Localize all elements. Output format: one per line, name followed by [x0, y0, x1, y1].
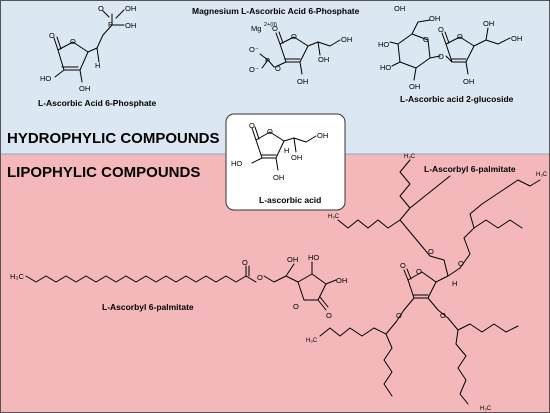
atom-oh-mg3: OH — [341, 35, 352, 44]
atom-o-c2: O — [438, 25, 444, 34]
atom-o-ester: O — [242, 258, 248, 267]
atom-h3c-t2: H₃C — [328, 214, 340, 220]
atom-oh-g1: OH — [394, 4, 405, 13]
atom-oh-g3: OH — [409, 82, 420, 91]
structure-ascorbyl-tetra-ester: O O O O O O H H₃C H₃C H₃C H₃C H₃C — [306, 154, 548, 412]
atom-mg-charge: 2+(II) — [264, 22, 277, 28]
atom-o-aa: O — [249, 121, 255, 130]
atom-o-t-c: O — [400, 261, 406, 270]
structure-ascorbyl-6-palmitate: H₃C O O OH HO OH O O — [10, 253, 347, 320]
structure-ascorbic-acid-2-glucoside: OH OH O HO HO OH O O O OH OH OH — [378, 4, 522, 91]
atom-oh-g4: OH — [463, 77, 474, 86]
atom-h-t: H — [452, 279, 457, 288]
atom-oh-mg: OH — [297, 77, 308, 86]
heading-lipophilic: LIPOPHYLIC COMPOUNDS — [7, 164, 200, 181]
atom-o-t-3: O — [396, 311, 402, 320]
atom-oh-p1: OH — [125, 21, 136, 30]
atom-h3c-t5: H₃C — [480, 406, 492, 412]
atom-oh-g6: OH — [511, 34, 522, 43]
atom-oh-mg2: OH — [318, 55, 329, 64]
atom-h3c-t4: H₃C — [306, 338, 318, 344]
label-asc: L-ascorbic acid — [259, 195, 321, 205]
atom-ho-p: HO — [308, 253, 319, 262]
atom-oh-aa: OH — [273, 173, 284, 182]
atom-h3c-t3: H₃C — [536, 172, 548, 178]
atom-oh-bottom: OH — [79, 84, 90, 93]
atom-ho-g1: HO — [378, 40, 389, 49]
atom-o-r2: O — [457, 32, 463, 41]
atom-o-g: O — [423, 35, 429, 44]
atom-o-p-c: O — [326, 311, 332, 320]
heading-hydrophilic: HYDROPHYLIC COMPOUNDS — [7, 130, 220, 147]
atom-o-link: O — [438, 52, 444, 61]
atom-p-mg: P — [265, 56, 270, 65]
structure-magnesium-salt: Mg 2+(II) O O O⁻ O⁻ P O OH OH OH — [249, 22, 352, 86]
atom-o-link-p: O — [257, 273, 263, 282]
atom-oh-left: HO — [40, 74, 51, 83]
atom-h3c: H₃C — [10, 272, 24, 281]
structure-ascorbic-acid: O O HO OH OH OH H — [231, 121, 328, 182]
label-tetra: L-Ascorbyl 6-palmitate — [424, 164, 516, 174]
atom-h-aa: H — [284, 146, 289, 155]
atom-o-t-2: O — [458, 259, 464, 268]
atom-o-ring: O — [70, 37, 76, 46]
atom-oh-p-1: OH — [287, 255, 298, 264]
atom-ho-aa: HO — [231, 159, 242, 168]
atom-o-pe: O — [275, 64, 281, 73]
atom-p: P — [108, 20, 113, 29]
atom-oh-aa3: OH — [317, 131, 328, 140]
atom-o-t-4: O — [440, 311, 446, 320]
atom-oh-g5: OH — [483, 19, 494, 28]
atom-ho-g2: HO — [380, 63, 391, 72]
atom-o-minus-2: O⁻ — [249, 65, 259, 74]
atom-o-p-r: O — [293, 302, 299, 311]
atom-o-t-1: O — [428, 247, 434, 256]
atom-o-ring-aa: O — [267, 127, 273, 136]
atom-o-carbonyl: O — [49, 31, 55, 40]
label-magnesium: Magnesium L-Ascorbic Acid 6-Phosphate — [192, 6, 360, 16]
structure-ascorbic-acid-6-phosphate: O O HO OH H P OH OH O — [40, 4, 136, 93]
atom-o-c: O — [272, 24, 278, 33]
atom-mg: Mg — [251, 24, 261, 33]
atom-oh-p-2: OH — [336, 276, 347, 285]
label-pal6: L-Ascorbyl 6-palmitate — [102, 302, 194, 312]
atom-oh-aa2: OH — [291, 153, 302, 162]
atom-h3c-t1: H₃C — [404, 154, 416, 160]
atom-o-minus-1: O⁻ — [249, 45, 259, 54]
atom-oh-g2: OH — [429, 14, 440, 23]
atom-h: H — [95, 61, 100, 70]
label-asc2g: L-Ascorbic acid 2-glucoside — [400, 94, 514, 104]
atom-o-r: O — [291, 32, 297, 41]
atom-o-t-r: O — [416, 267, 422, 276]
label-asc6p: L-Ascorbic Acid 6-Phosphate — [38, 98, 157, 108]
atom-oh-p2: OH — [125, 4, 136, 13]
atom-o-p: O — [98, 4, 104, 13]
